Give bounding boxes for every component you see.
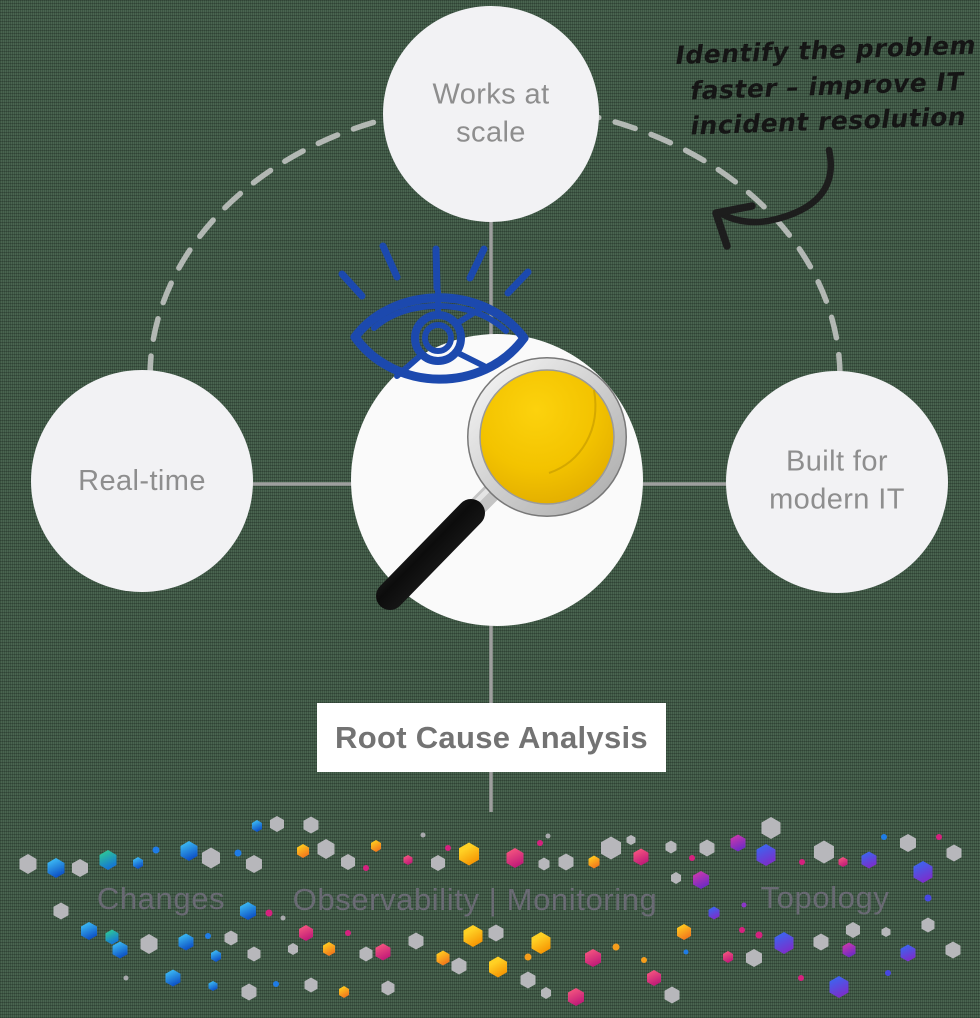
- curved-arrow-icon: [712, 146, 834, 250]
- label-real-time: Real-time: [78, 464, 206, 497]
- dashed-arc-connector: [147, 102, 843, 380]
- handwritten-annotation: Identify the problem faster – improve IT…: [660, 27, 980, 145]
- eye-icon: [338, 242, 532, 384]
- circle-works-at-scale: [383, 6, 599, 222]
- root-cause-analysis-box: Root Cause Analysis: [317, 703, 666, 772]
- label-built-for-modern-it: Built for modern IT: [769, 445, 905, 516]
- root-cause-analysis-label: Root Cause Analysis: [335, 719, 648, 755]
- circle-real-time: [31, 370, 253, 592]
- circle-built-for-modern-it: [726, 371, 948, 593]
- label-works-at-scale: Works at scale: [432, 78, 550, 149]
- label-observability-monitoring: Observability | Monitoring: [292, 882, 658, 917]
- label-topology: Topology: [760, 880, 890, 915]
- label-changes: Changes: [96, 881, 226, 916]
- magnifying-glass-icon: [376, 357, 627, 610]
